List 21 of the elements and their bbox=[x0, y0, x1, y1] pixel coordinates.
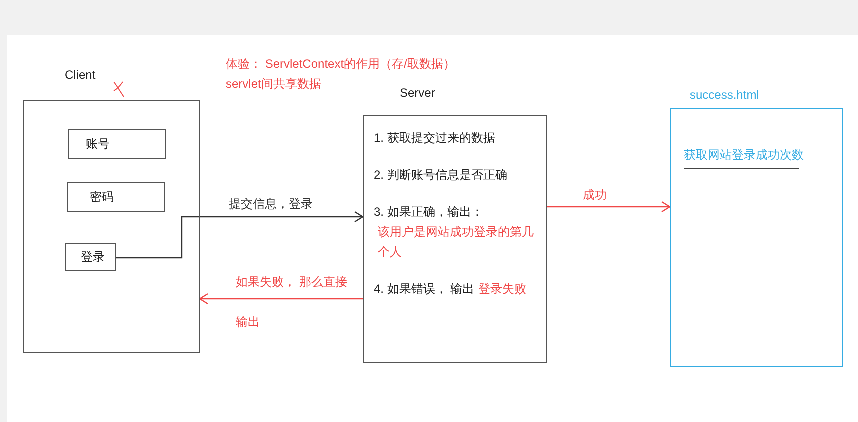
login-button: 登录 bbox=[65, 243, 116, 271]
step-text: 3. 如果正确，输出： bbox=[374, 204, 484, 221]
edge-label: 如果失败， 那么直接输出 bbox=[236, 274, 348, 331]
highlight-text: 该用户是网站成功登录的第几个人 bbox=[378, 224, 535, 261]
panel-heading: Server bbox=[400, 85, 436, 101]
panel-heading: Client bbox=[65, 67, 96, 83]
edge-label: 成功 bbox=[583, 187, 607, 203]
page-text: 获取网站登录成功次数 bbox=[684, 148, 804, 162]
note-text: servlet间共享数据 bbox=[226, 76, 322, 92]
arrow bbox=[116, 211, 364, 259]
note-text: 体验： ServletContext的作用（存/取数据） bbox=[226, 56, 456, 72]
step-text: 1. 获取提交过来的数据 bbox=[374, 130, 496, 147]
arrow bbox=[547, 201, 671, 213]
page-title: success.html bbox=[690, 87, 760, 103]
edge-label: 提交信息，登录 bbox=[229, 196, 313, 212]
highlight-text: 登录失败 bbox=[478, 281, 527, 298]
step-text: 4. 如果错误， 输出 bbox=[374, 281, 475, 298]
step-text: 2. 判断账号信息是否正确 bbox=[374, 167, 508, 184]
input-field: 密码 bbox=[67, 182, 165, 212]
arrow bbox=[199, 293, 363, 305]
input-field: 账号 bbox=[68, 129, 166, 159]
